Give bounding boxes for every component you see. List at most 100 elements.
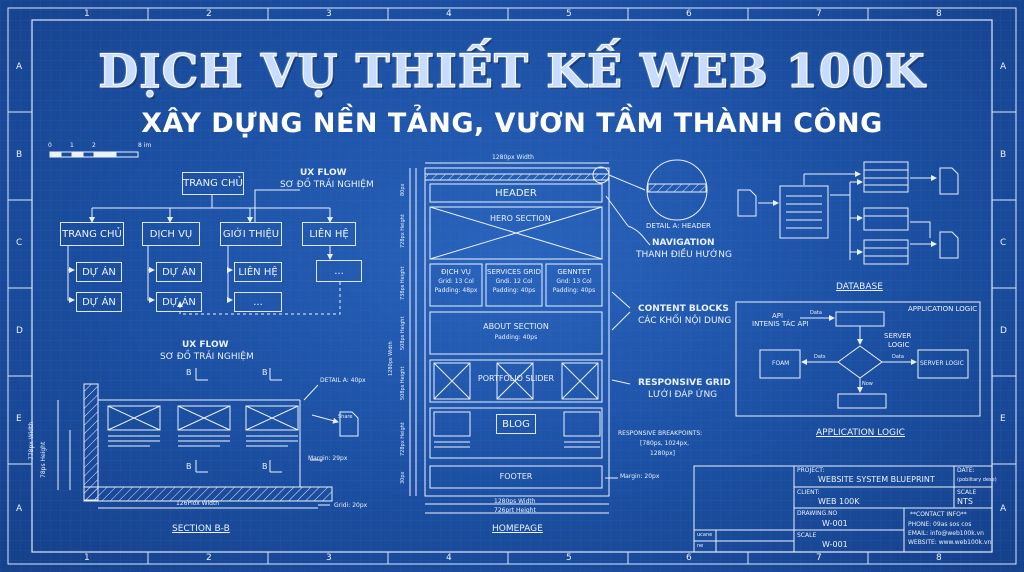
border-row-a-right-low: A	[1000, 504, 1007, 514]
homepage-hero-block: HERO SECTION	[490, 214, 551, 223]
tb-drawing-label: DRAWING.NO	[797, 510, 838, 517]
homepage-footer-margin: Margin: 20px	[620, 473, 660, 480]
navigation-label: NAVIGATION	[652, 238, 715, 248]
homepage-service-padding: Padding: 48px	[434, 287, 478, 294]
border-col-5: 5	[566, 9, 572, 19]
tb-contact-title: **CONTACT INFO**	[910, 511, 967, 518]
homepage-footer-block: FOOTER	[499, 472, 533, 481]
homepage-blog-block: BLOG	[496, 414, 536, 434]
section-marker-b: B	[262, 368, 268, 377]
homepage-width-bottom: 1280ps Width	[494, 498, 536, 505]
uxflow-connectors	[67, 189, 341, 315]
applogic-data-label: Dats	[814, 354, 826, 360]
applogic-box-title: APPLICATION LOGIC	[908, 305, 978, 313]
responsive-grid-label: RESPONSIVE GRID	[638, 378, 731, 388]
tb-scale2-value: W-001	[822, 540, 848, 549]
tb-contact-website: WEBSITE: www.web100k.vn	[908, 539, 992, 546]
applogic-now-label: Now	[862, 381, 873, 387]
database-diagram	[737, 161, 959, 265]
border-col-5-bottom: 5	[566, 553, 572, 563]
border-col-1: 1	[84, 9, 90, 19]
applogic-data-label: Data	[892, 354, 904, 360]
uxflow-label-bottom-title: UX FLOW	[182, 340, 229, 350]
detail-header-label: DETAIL A: HEADER	[646, 222, 711, 230]
uxflow-child-node: DỰ ÁN	[76, 292, 122, 312]
section-share-label: Share	[338, 414, 353, 420]
border-col-8: 8	[936, 9, 942, 19]
homepage-width-top: 1280px Width	[492, 154, 534, 161]
uxflow-label-top-title: UX FLOW	[300, 168, 347, 178]
homepage-header-block: HEADER	[495, 187, 537, 199]
scale-tick-2: 2	[92, 142, 96, 149]
subtitle: XÂY DỰNG NỀN TẢNG, VƯƠN TẦM THÀNH CÔNG	[141, 108, 883, 139]
homepage-caption: HOMEPAGE	[492, 524, 543, 534]
uxflow-child-node: LIÊN HỆ	[234, 262, 282, 282]
homepage-service-padding: Padding: 40ps	[552, 287, 596, 294]
border-col-6-bottom: 6	[686, 553, 692, 563]
border-col-7: 7	[816, 9, 822, 19]
border-col-4-bottom: 4	[446, 553, 452, 563]
border-row-c-right: C	[1000, 238, 1007, 248]
applogic-api-sublabel: INTENIS TÁC API	[752, 320, 809, 328]
section-margin-label: Margin: 29px	[308, 455, 348, 462]
homepage-side-dim: 738ps Height	[400, 266, 406, 300]
uxflow-node-dich-vu: DỊCH VỤ	[142, 222, 200, 246]
database-caption: DATABASE	[836, 282, 883, 292]
section-marker-b: B	[186, 462, 192, 471]
tb-scale-value: NTS	[957, 497, 973, 506]
content-blocks-label: CONTENT BLOCKS	[638, 304, 729, 314]
homepage-side-dim: 1280ps Width	[388, 341, 394, 376]
content-blocks-sublabel: CÁC KHỐI NỘI DUNG	[638, 316, 732, 326]
tb-project-value: WEBSITE SYSTEM BLUEPRINT	[818, 475, 935, 484]
border-col-3-bottom: 3	[326, 553, 332, 563]
border-row-a: A	[16, 62, 23, 72]
border-row-c: C	[16, 238, 23, 248]
uxflow-child-node: ...	[316, 260, 362, 282]
scale-tick-1: 1	[70, 142, 74, 149]
section-marker-b: B	[186, 368, 192, 377]
homepage-service-title: SERVICES GRID	[487, 268, 541, 276]
homepage-service-padding: Padding: 40ps	[492, 287, 536, 294]
section-caption: SECTION B-B	[172, 524, 230, 534]
border-row-e: E	[16, 414, 22, 424]
breakpoints-values: 1280px]	[650, 450, 675, 457]
scale-tick-0: 0	[48, 142, 52, 149]
homepage-side-dim: 508ps Height	[400, 366, 406, 400]
uxflow-child-node: DỰ ÁN	[156, 292, 202, 312]
responsive-grid-sublabel: LƯỚI ĐÁP ỨNG	[648, 390, 718, 400]
uxflow-child-node: DỰ ÁN	[76, 262, 122, 282]
border-row-d: D	[16, 326, 23, 336]
homepage-side-dim: 508ps Height	[400, 316, 406, 350]
tb-revision-label: ne	[697, 543, 704, 549]
border-col-4: 4	[446, 9, 452, 19]
homepage-portfolio-block: PORTFOLIO SLIDER	[477, 374, 555, 383]
homepage-height-bottom: 726prt Height	[494, 507, 536, 514]
applogic-server-logic-label: SERVER	[884, 332, 912, 340]
tb-client-value: WEB 100K	[818, 497, 860, 506]
border-col-6: 6	[686, 9, 692, 19]
section-width-dim: 126Plox Width	[176, 500, 220, 507]
tb-date-value: (pobiitary dese)	[957, 477, 997, 483]
section-height-dim: 778px Width	[28, 421, 35, 460]
uxflow-child-node: DỰ ÁN	[156, 262, 202, 282]
border-col-7-bottom: 7	[816, 553, 822, 563]
uxflow-label-top-sub: SƠ ĐỒ TRẢI NGHIỆM	[280, 180, 374, 190]
border-row-d-right: D	[1000, 326, 1007, 336]
section-marker-b: B	[262, 462, 268, 471]
border-row-a-low: A	[16, 504, 23, 514]
applogic-data-label: Data	[810, 310, 822, 316]
homepage-service-grid: Grid: 13 Col	[438, 278, 474, 285]
homepage-service-title: ĐỊCH VỤ	[441, 268, 471, 276]
tb-scale2-label: SCALE	[797, 532, 817, 539]
homepage-about-block: ABOUT SECTION	[483, 322, 549, 331]
homepage-service-grid: Gnd: 13 Col	[556, 278, 592, 285]
application-logic-diagram	[735, 301, 981, 417]
homepage-wireframe	[409, 159, 708, 514]
homepage-side-dim: 80px	[400, 183, 406, 197]
applogic-caption: APPLICATION LOGIC	[816, 428, 905, 438]
breakpoints-values: [780ps, 1024px,	[640, 440, 690, 447]
applogic-api-label: API	[772, 312, 784, 320]
applogic-server-logic-box: SERVER LOGIC	[920, 360, 964, 367]
uxflow-label-bottom-sub: SƠ ĐỒ TRẢI NGHIỆM	[160, 352, 254, 362]
tb-date-label: DATE:	[957, 467, 975, 474]
